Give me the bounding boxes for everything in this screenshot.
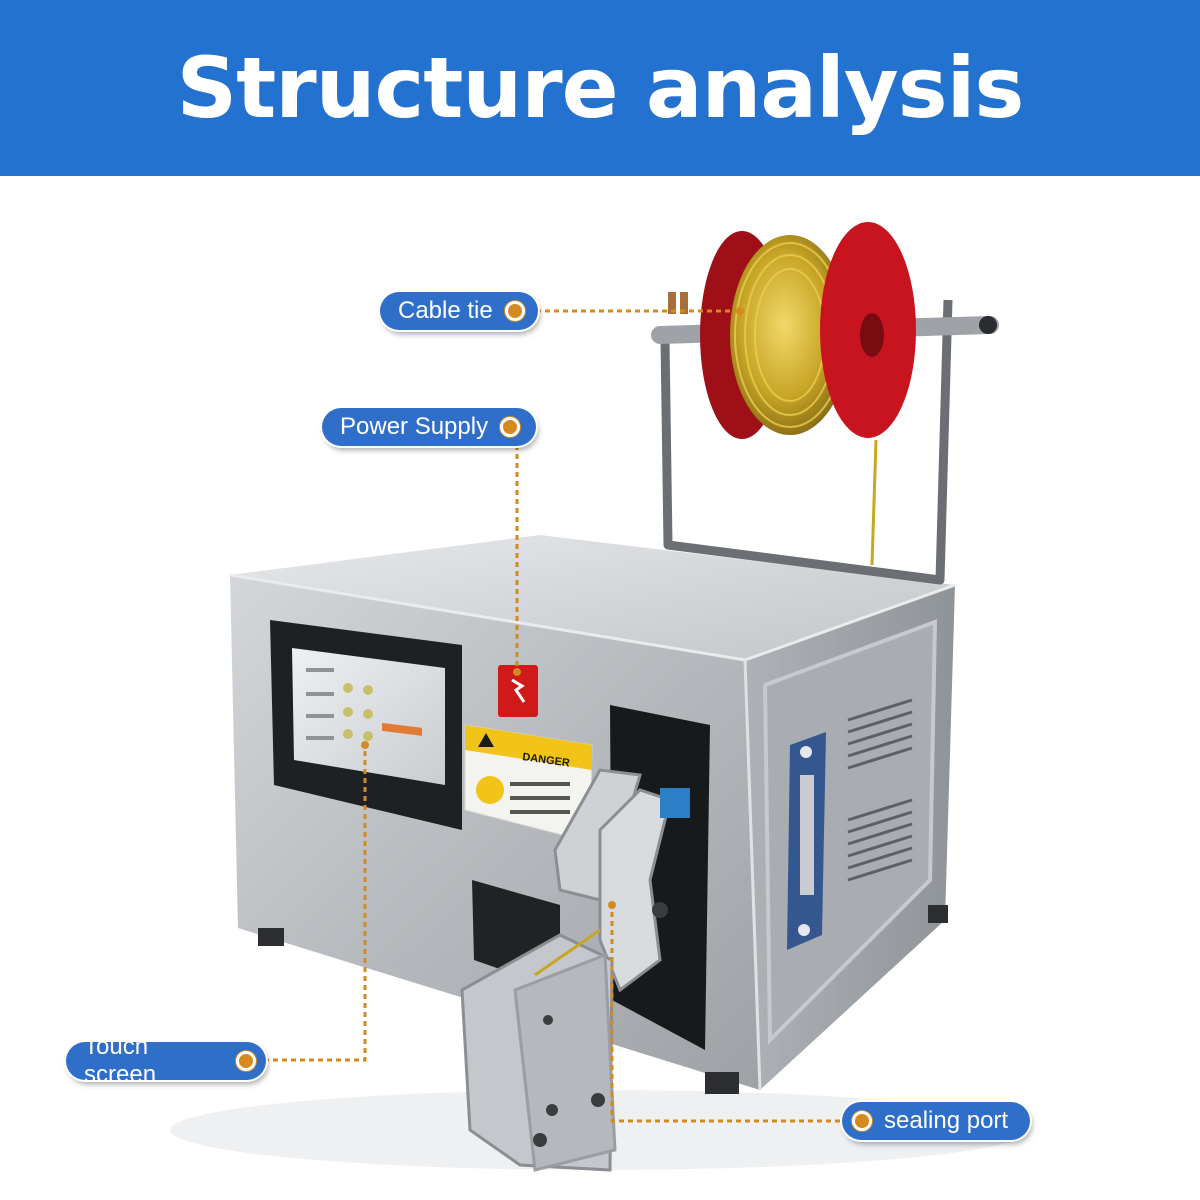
sealing-clamp-arm <box>460 768 690 1172</box>
machine-illustration: DANGER <box>170 222 1030 1172</box>
sealing-port-callout: sealing port <box>842 1102 1030 1140</box>
callout-dot-icon <box>504 301 525 321</box>
power-supply-callout: Power Supply <box>322 408 536 446</box>
touch-screen-callout: Touch screen <box>66 1033 266 1088</box>
page-title: Structure analysis <box>176 39 1025 137</box>
product-scene: DANGER <box>0 176 1200 1200</box>
warning-triangle-icon <box>478 733 494 747</box>
cable-tie-label: Cable tie <box>398 297 493 324</box>
cable-tie-spool <box>700 222 916 439</box>
callout-dot-icon <box>236 1051 256 1071</box>
side-vents <box>847 698 913 882</box>
title-banner: Structure analysis <box>0 0 1200 176</box>
cable-tie-wire <box>870 439 878 566</box>
foot <box>258 928 284 946</box>
warning-label-stripe <box>465 725 592 770</box>
cable-tie-callout: Cable tie <box>380 292 538 330</box>
power-supply-label: Power Supply <box>340 413 489 440</box>
screen-buttons <box>343 683 373 741</box>
screen-header-bar <box>382 722 422 736</box>
leader-lines <box>255 309 858 1123</box>
fan-icon <box>476 776 504 804</box>
screen-rows <box>306 668 334 740</box>
leader-endpoints <box>361 307 744 909</box>
sensor-block <box>660 788 690 818</box>
machine-top-face <box>230 535 955 660</box>
callout-dot-icon <box>500 417 521 437</box>
callout-dot-icon <box>852 1111 872 1131</box>
sealing-port-label: sealing port <box>884 1107 1009 1134</box>
foot <box>705 1072 739 1094</box>
touch-screen-label: Touch screen <box>84 1033 157 1088</box>
foot <box>928 905 948 923</box>
spool-stand <box>660 299 953 585</box>
